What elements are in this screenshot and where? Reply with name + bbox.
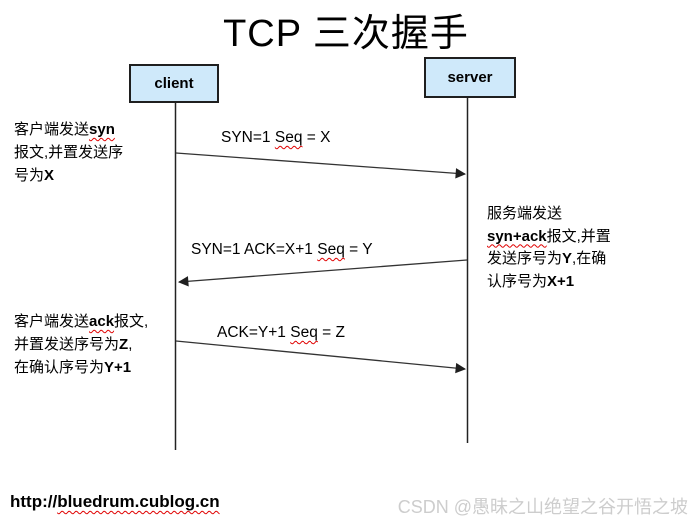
note-line: 客户端发送ack报文,	[14, 313, 149, 330]
ack-arrow	[175, 340, 467, 374]
client-ack-note: 客户端发送ack报文, 并置发送序号为Z, 在确认序号为Y+1	[14, 310, 148, 379]
note-line: 认序号为X+1	[487, 272, 575, 290]
note-line: 发送序号为Y,在确	[487, 250, 607, 267]
note-line: syn+ack报文,并置	[487, 227, 611, 245]
note-line: 客户端发送syn	[14, 121, 115, 138]
client-node-label: client	[154, 75, 194, 92]
note-line: 号为X	[14, 167, 55, 184]
note-line: 在确认序号为Y+1	[14, 359, 132, 376]
synack-arrow-label: SYN=1 ACK=X+1 Seq = Y	[191, 241, 373, 258]
syn-arrow	[175, 152, 467, 179]
client-syn-note: 客户端发送syn 报文,并置发送序 号为X	[14, 118, 123, 187]
note-line: 并置发送序号为Z,	[14, 336, 133, 353]
source-url: http://bluedrum.cublog.cn	[10, 492, 220, 511]
server-node-label: server	[447, 69, 493, 86]
note-line: 报文,并置发送序	[14, 144, 124, 161]
csdn-watermark: CSDN @愚昧之山绝望之谷开悟之坡	[397, 497, 688, 517]
server-synack-note: 服务端发送 syn+ack报文,并置 发送序号为Y,在确 认序号为X+1	[487, 203, 611, 293]
syn-arrow-label: SYN=1 Seq = X	[221, 129, 331, 146]
server-node-box: server	[424, 57, 516, 98]
synack-arrow	[177, 259, 468, 287]
ack-arrow-label: ACK=Y+1 Seq = Z	[217, 324, 345, 341]
diagram-title: TCP 三次握手	[223, 13, 469, 55]
note-line: 服务端发送	[487, 205, 563, 222]
client-node-box: client	[129, 64, 219, 103]
